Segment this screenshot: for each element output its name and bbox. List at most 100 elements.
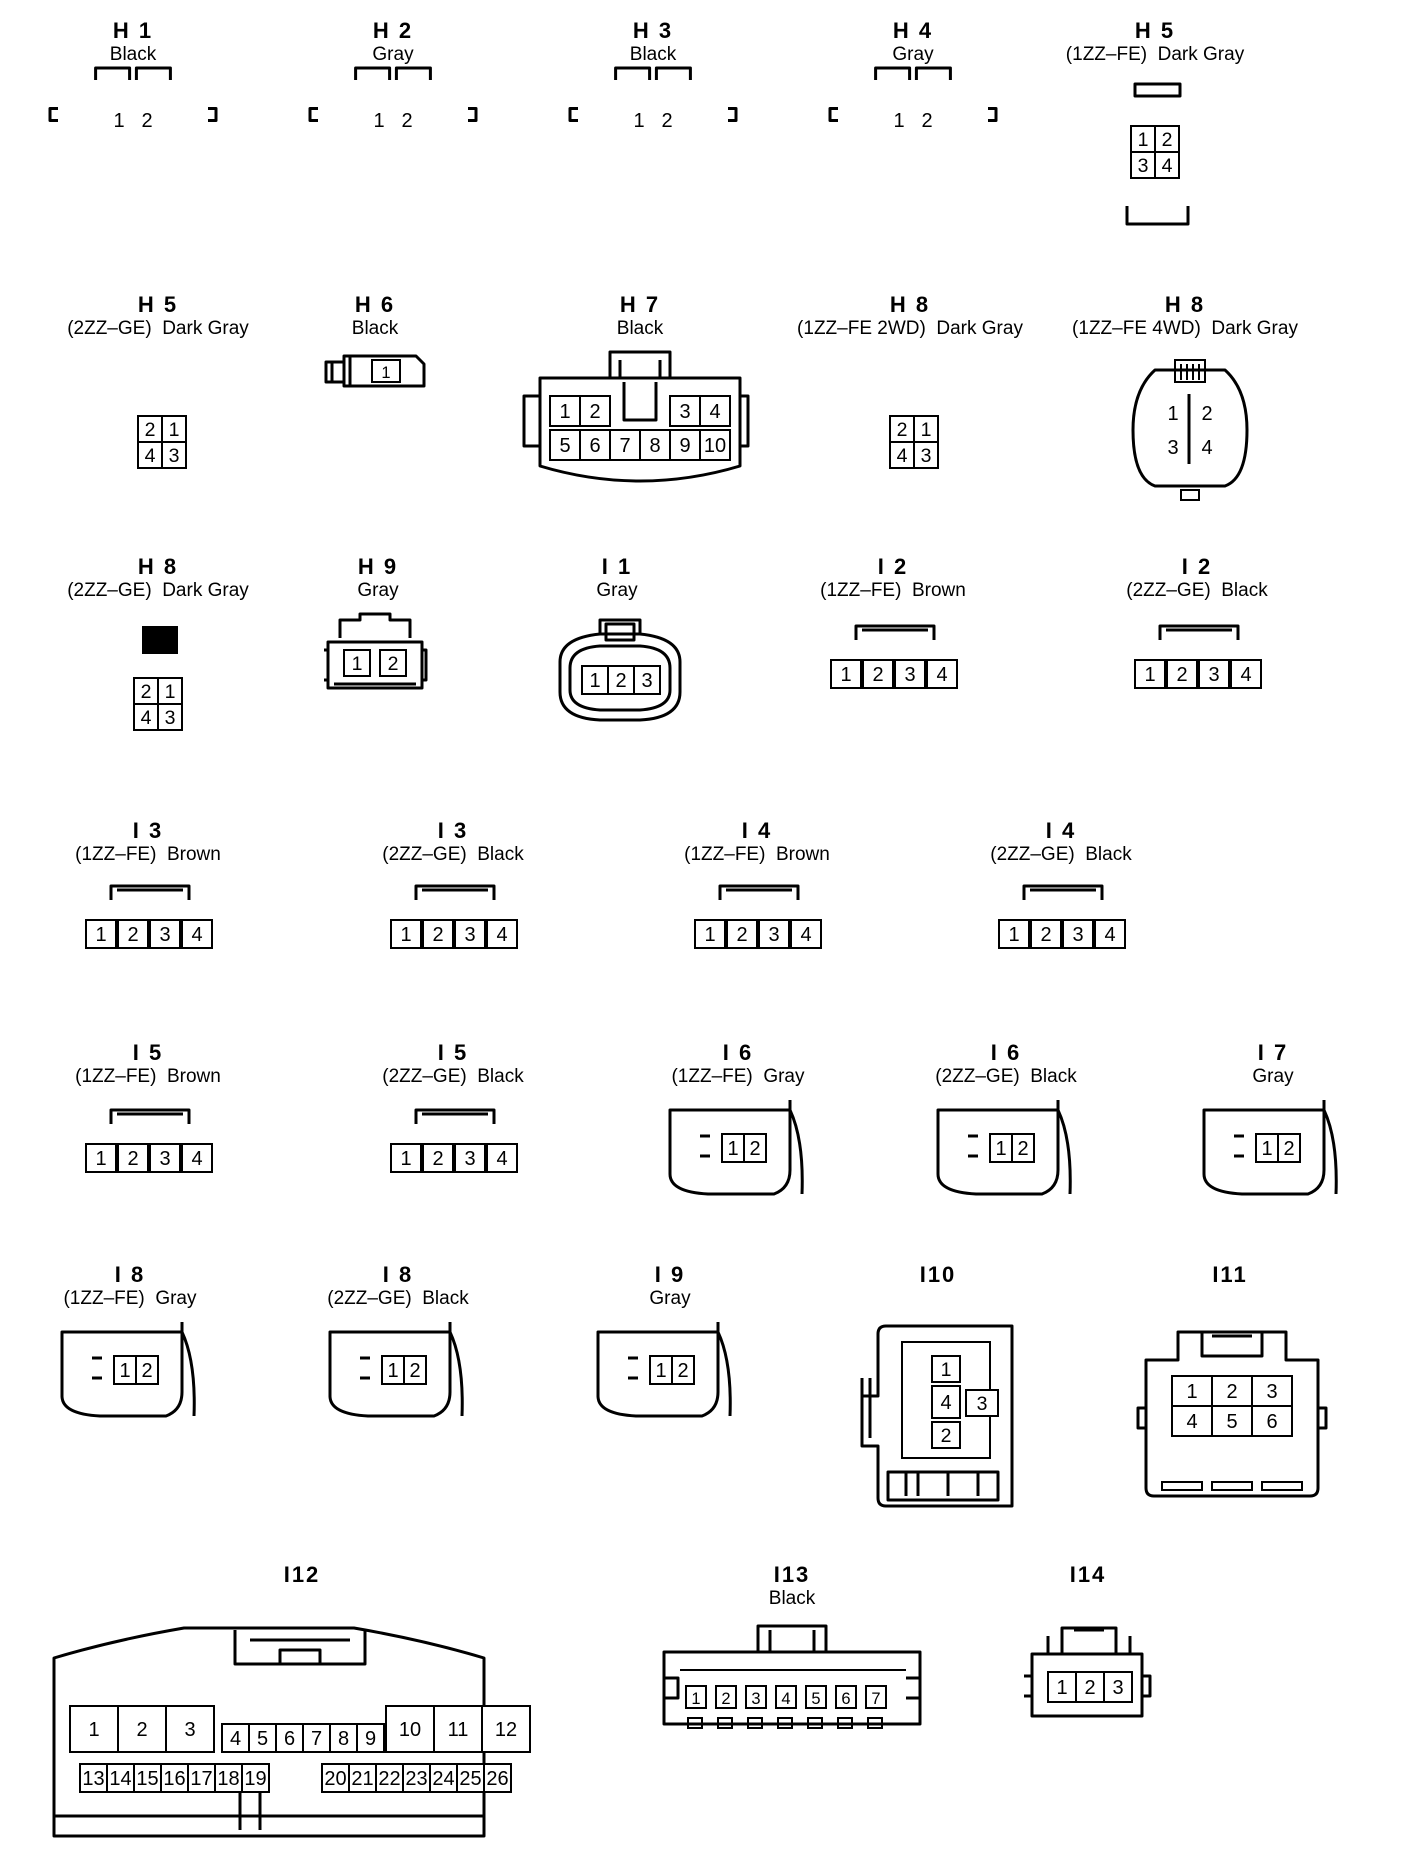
pin-2: 2 <box>726 919 758 949</box>
pin-number: 8 <box>338 1728 349 1750</box>
pin-1: 1 <box>161 415 187 443</box>
pin-2: 2 <box>1211 1375 1253 1407</box>
pin-number: 4 <box>1186 1411 1197 1433</box>
connector-title: I14 <box>1069 1562 1107 1587</box>
connector-subtitle: (2ZZ–GE) Dark Gray <box>67 580 249 601</box>
pin-2: 2 <box>403 1355 427 1385</box>
pin-number: 2 <box>432 1148 443 1170</box>
pin-4: 4 <box>926 659 958 689</box>
pin-21: 21 <box>348 1763 377 1793</box>
pin-1: 1 <box>581 665 609 695</box>
pin-1: 1 <box>721 1133 745 1163</box>
pin-number: 6 <box>589 435 600 457</box>
pin-number: 14 <box>109 1768 131 1790</box>
pin-number: 4 <box>191 924 202 946</box>
pin-10: 10 <box>385 1705 435 1753</box>
pin-1: 1 <box>85 919 117 949</box>
connector-subtitle: (1ZZ–FE) Brown <box>75 1066 221 1087</box>
pin-2: 2 <box>117 1143 149 1173</box>
connector-subtitle: Black <box>351 318 399 339</box>
connector-subtitle: Gray <box>372 44 414 65</box>
pin-number: 3 <box>1266 1381 1277 1403</box>
pin-1: 1 <box>1171 1375 1213 1407</box>
pin-9: 9 <box>356 1723 385 1753</box>
pin-number: 1 <box>941 1359 952 1381</box>
pin-number: 23 <box>405 1768 427 1790</box>
connector-title: H 7 <box>619 292 661 317</box>
pin-number: 3 <box>464 1148 475 1170</box>
pin-number: 10 <box>704 435 726 457</box>
pin-number: 11 <box>448 1719 469 1741</box>
connector-subtitle: Black <box>616 318 664 339</box>
pin-number: 3 <box>921 445 932 467</box>
pin-number: 3 <box>159 924 170 946</box>
pin-number: 19 <box>244 1768 266 1790</box>
pin-2: 2 <box>1166 659 1198 689</box>
pin-4: 4 <box>221 1723 250 1753</box>
connector-title: I 4 <box>1045 818 1077 843</box>
pin-number: 6 <box>841 1690 850 1708</box>
pin-number: 4 <box>141 707 152 729</box>
connector-subtitle: (2ZZ–GE) Black <box>327 1288 469 1309</box>
connector-subtitle: (1ZZ–FE) Dark Gray <box>1065 44 1245 65</box>
pin-number: 24 <box>432 1768 454 1790</box>
connector-subtitle: Black <box>109 44 157 65</box>
pin-number: 1 <box>352 653 363 675</box>
pin-4: 4 <box>133 703 159 731</box>
pin-7: 7 <box>609 429 641 461</box>
pin-1: 1 <box>685 1685 707 1709</box>
connector-title: H 6 <box>354 292 396 317</box>
pin-22: 22 <box>375 1763 404 1793</box>
pin-1: 1 <box>85 1143 117 1173</box>
pin-number: 3 <box>751 1690 760 1708</box>
pin-3: 3 <box>913 441 939 469</box>
pin-3: 3 <box>1130 151 1156 179</box>
pin-19: 19 <box>241 1763 270 1793</box>
pin-26: 26 <box>483 1763 512 1793</box>
pin-number: 1 <box>381 364 390 382</box>
pin-2: 2 <box>889 415 915 443</box>
pin-3: 3 <box>1251 1375 1293 1407</box>
pin-number: 8 <box>649 435 660 457</box>
pin-1: 1 <box>913 415 939 443</box>
pin-3: 3 <box>1198 659 1230 689</box>
connector-title: I 3 <box>132 818 164 843</box>
pin-8: 8 <box>639 429 671 461</box>
connector-subtitle: Gray <box>892 44 934 65</box>
pin-number: 2 <box>921 110 932 132</box>
pin-1: 1 <box>157 677 183 705</box>
connector-title: H 2 <box>372 18 414 43</box>
pin-number: 7 <box>619 435 630 457</box>
pin-4: 4 <box>486 919 518 949</box>
pin-20: 20 <box>321 1763 350 1793</box>
pin-4: 4 <box>931 1385 961 1419</box>
pin-number: 1 <box>727 1138 738 1160</box>
pin-number: 2 <box>141 681 152 703</box>
pin-number: 4 <box>191 1148 202 1170</box>
pin-number: 4 <box>709 401 720 423</box>
pin-1: 1 <box>931 1355 961 1383</box>
connector-title: H 9 <box>357 554 399 579</box>
connector-title: I11 <box>1212 1262 1248 1287</box>
pin-number: 7 <box>311 1728 322 1750</box>
pin-2: 2 <box>579 395 611 427</box>
pin-2: 2 <box>931 1421 961 1449</box>
pin-number: 2 <box>589 401 600 423</box>
pin-number: 2 <box>1084 1677 1095 1699</box>
pin-1: 1 <box>390 1143 422 1173</box>
connector-title: I13 <box>773 1562 811 1587</box>
pin-2: 2 <box>1154 125 1180 153</box>
pin-3: 3 <box>965 1389 999 1417</box>
